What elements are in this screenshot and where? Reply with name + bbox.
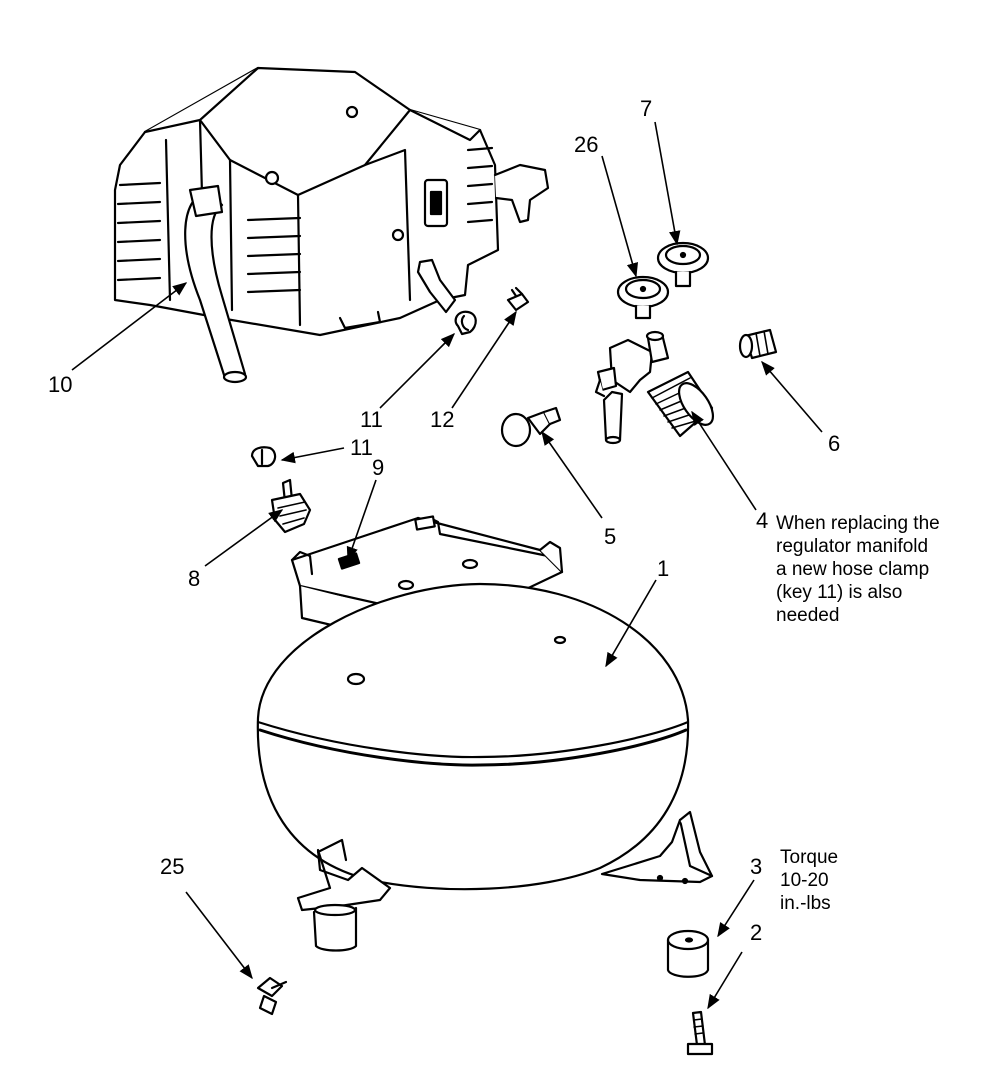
callout-9: 9 — [372, 455, 385, 480]
safety-valve — [500, 406, 562, 448]
front-vents — [246, 216, 302, 294]
leader-12 — [451, 310, 517, 409]
leader-3 — [717, 879, 755, 938]
hose-clamp-upper — [454, 310, 477, 336]
leader-6 — [761, 360, 823, 433]
callout-10: 10 — [48, 372, 73, 397]
leader-lines — [71, 121, 823, 1010]
leader-11-upper — [379, 332, 456, 409]
callout-26: 26 — [574, 132, 599, 157]
callout-5: 5 — [604, 524, 617, 549]
torque-line: Torque — [780, 847, 839, 868]
callout-2: 2 — [750, 920, 763, 945]
leader-1 — [605, 579, 657, 668]
leader-11-lower — [280, 447, 345, 464]
torque-line: 10-20 — [780, 870, 829, 891]
left-vents — [116, 181, 162, 282]
check-valve — [270, 478, 312, 534]
rubber-foot — [666, 929, 710, 978]
note-line: regulator manifold — [776, 536, 929, 557]
tank-feet — [296, 810, 714, 952]
screw — [686, 1010, 714, 1056]
leader-25 — [185, 891, 253, 980]
leader-10 — [71, 282, 188, 371]
gauge-26 — [616, 275, 670, 320]
right-vents — [466, 146, 494, 224]
callout-7: 7 — [640, 96, 653, 121]
leader-8 — [204, 509, 284, 567]
leader-26 — [601, 155, 639, 278]
leader-2 — [707, 951, 743, 1010]
plug-6 — [738, 328, 778, 360]
leader-9 — [346, 479, 377, 562]
air-tank — [256, 582, 690, 891]
leader-4 — [691, 410, 757, 511]
callout-6: 6 — [828, 431, 841, 456]
leader-7 — [654, 121, 681, 246]
torque-line: in.-lbs — [780, 893, 831, 914]
note-line: (key 11) is also — [776, 582, 903, 603]
torque-note: Torque 10-20 in.-lbs — [780, 846, 838, 915]
note-line: needed — [776, 605, 840, 626]
regulator-replacement-note: When replacing the regulator manifold a … — [776, 512, 940, 627]
callout-8: 8 — [188, 566, 201, 591]
gauge-7 — [656, 241, 710, 288]
fitting-12 — [506, 286, 530, 312]
callout-12: 12 — [430, 407, 455, 432]
drain-valve — [256, 976, 288, 1016]
callout-11-lower: 11 — [350, 435, 373, 460]
hose-clamp-lower — [250, 446, 277, 468]
callout-25: 25 — [160, 854, 185, 879]
compressor-motor-housing — [113, 66, 550, 337]
hose — [184, 184, 248, 384]
callout-3: 3 — [750, 854, 763, 879]
callout-11-upper: 11 — [360, 407, 383, 432]
callout-4: 4 — [756, 508, 769, 533]
callout-1: 1 — [657, 556, 670, 581]
note-line: When replacing the — [776, 513, 940, 534]
note-line: a new hose clamp — [776, 559, 930, 580]
leader-5 — [541, 430, 603, 519]
